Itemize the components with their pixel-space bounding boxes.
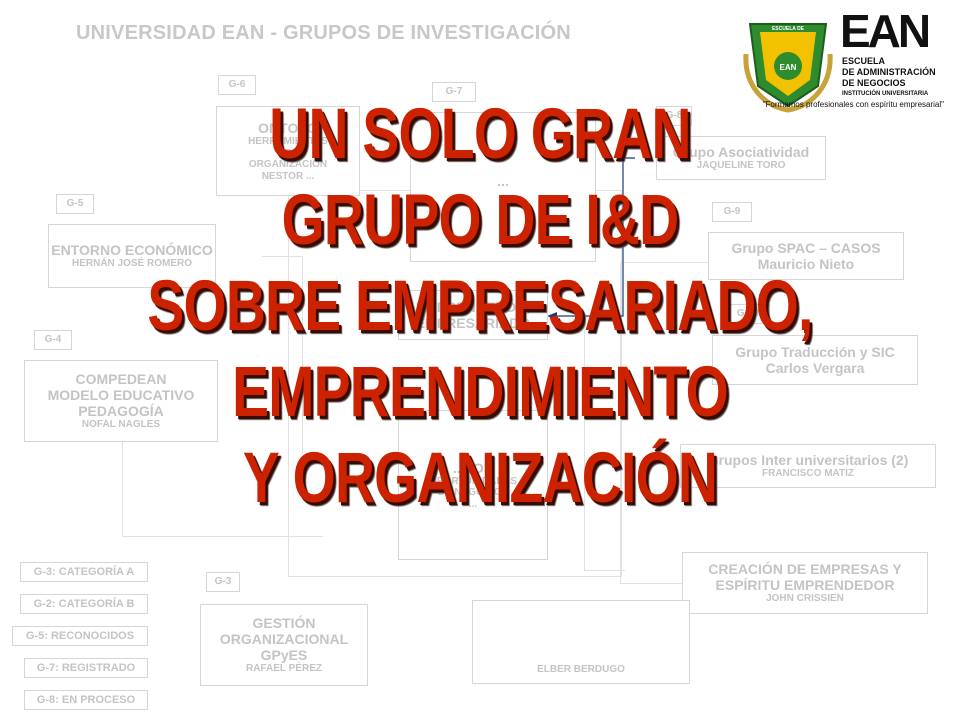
- group-g3[interactable]: GESTIÓN ORGANIZACIONAL GPyES RAFAEL PÉRE…: [200, 604, 368, 686]
- connector-g5: [262, 256, 303, 453]
- overlay-line: GRUPO DE I&D: [281, 181, 680, 260]
- overlay-line: EMPRENDIMIENTO: [232, 353, 729, 432]
- group-g9[interactable]: Grupo SPAC – CASOS Mauricio Nieto: [708, 232, 904, 280]
- group-g6[interactable]: ONTOLO HERRAMIENTAS P ORGANIZACION NESTO…: [216, 106, 360, 196]
- overlay-line: Y ORGANIZACIÓN: [242, 439, 718, 518]
- group-inter-universitarios[interactable]: Grupos Inter universitarios (2) FRANCISC…: [680, 444, 936, 488]
- group-g4[interactable]: COMPEDEAN MODELO EDUCATIVO PEDAGOGÍA NOF…: [24, 360, 218, 442]
- legend-item: G-2: CATEGORÍA B: [20, 594, 148, 614]
- tag-g9: G-9: [712, 202, 752, 222]
- center-box-oportunidades[interactable]: ...TOS OPORTUNIDADES DE NEGOCIOS ...: [398, 410, 548, 560]
- group-g10[interactable]: Grupo Traducción y SIC Carlos Vergara: [712, 335, 918, 385]
- tag-g8: G-8: [656, 106, 692, 126]
- ean-tagline: "Formamos profesionales con espíritu emp…: [762, 100, 944, 109]
- overlay-line: SOBRE EMPRESARIADO,: [147, 267, 813, 346]
- tag-g7: G-7: [432, 82, 476, 102]
- svg-text:EAN: EAN: [780, 63, 797, 72]
- svg-text:ESCUELA DE: ESCUELA DE: [772, 26, 805, 32]
- group-g1[interactable]: CREACIÓN DE EMPRESAS Y ESPÍRITU EMPRENDE…: [682, 552, 928, 614]
- center-box-emprendedor[interactable]: EMPRENDEDOR, EMPRESARIADO: [398, 290, 548, 340]
- ean-logo: EAN ESCUELA DE EAN ESCUELA DE ADMINISTRA…: [738, 8, 944, 114]
- group-g8[interactable]: Grupo Asociatividad JAQUELINE TORO: [656, 136, 826, 180]
- tag-g4: G-4: [34, 330, 72, 350]
- group-g7[interactable]: ... ...: [410, 112, 596, 262]
- tag-g6: G-6: [218, 75, 256, 95]
- connector-right-outer: [620, 262, 711, 584]
- overlay-line: UN SOLO GRAN: [269, 95, 691, 174]
- ean-seal-icon: EAN ESCUELA DE: [743, 23, 833, 113]
- legend-item: G-3: CATEGORÍA A: [20, 562, 148, 582]
- group-g5[interactable]: ENTORNO ECONÓMICO HERNÁN JOSÉ ROMERO: [48, 224, 216, 288]
- group-g2[interactable]: ELBER BERDUGO: [472, 600, 690, 684]
- tag-g3: G-3: [206, 572, 240, 592]
- page-title: UNIVERSIDAD EAN - GRUPOS DE INVESTIGACIÓ…: [76, 22, 571, 44]
- ean-brand: EAN: [840, 5, 931, 57]
- connector-g4: [122, 430, 323, 537]
- tag-g5: G-5: [56, 194, 94, 214]
- legend-item: G-7: REGISTRADO: [24, 658, 148, 678]
- connector-right: [584, 330, 625, 571]
- ean-name: ESCUELA DE ADMINISTRACIÓN DE NEGOCIOS IN…: [842, 56, 936, 97]
- tag-g10: G-10: [726, 304, 770, 324]
- arrow-connector: [547, 157, 635, 320]
- overlay-slogan: UN SOLO GRAN GRUPO DE I&D SOBRE EMPRESAR…: [106, 92, 855, 522]
- legend-item: G-5: RECONOCIDOS: [12, 626, 148, 646]
- legend-item: G-8: EN PROCESO: [24, 690, 148, 710]
